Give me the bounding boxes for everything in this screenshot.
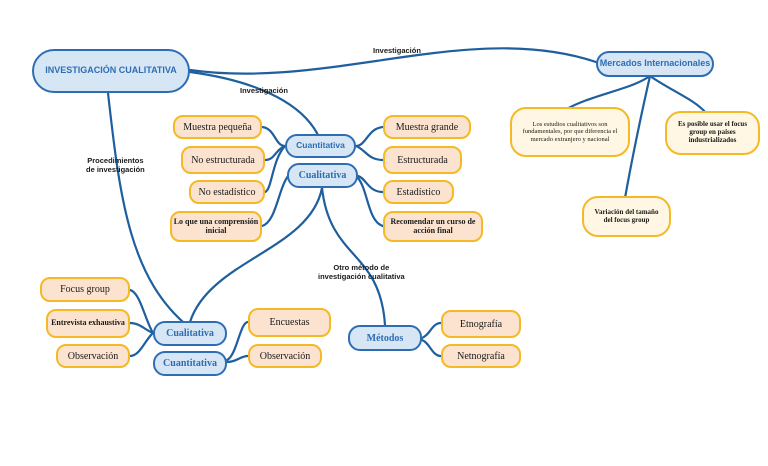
left-item-comprension-inicial[interactable]: Lo que una comprensión inicial: [170, 211, 262, 242]
right-item-muestra-grande-text: Muestra grande: [395, 121, 459, 133]
right-item-estadistico-text: Estadístico: [396, 186, 441, 198]
cuantit-item-encuestas[interactable]: Encuestas: [248, 308, 331, 337]
right-item-estructurada[interactable]: Estructurada: [383, 146, 462, 174]
cuantitativa-bottom-label: Cuantitativa: [163, 358, 217, 369]
mercados-note-tamano[interactable]: Variación del tamaño del focus group: [582, 196, 671, 237]
link-root-cuantitativa: [188, 70, 320, 137]
link-cualit-entrevista: [128, 321, 155, 335]
left-item-muestra-pequena-text: Muestra pequeña: [183, 121, 252, 133]
link-root-cualitativa-bottom: [106, 91, 192, 330]
cuantit-item-encuestas-text: Encuestas: [269, 317, 310, 328]
mercados-note-diferencia-text: Los estudios cualitativos son fundamenta…: [522, 121, 618, 143]
cualitativa-bottom-node[interactable]: Cualitativa: [153, 321, 227, 346]
label-otro-metodo-line2: investigación cualitativa: [318, 272, 405, 282]
link-cuant-right-1: [354, 144, 385, 162]
link-cuant-right-3: [356, 176, 385, 228]
mercados-note-paises-text: Es posible usar el focus group en paises…: [677, 120, 748, 144]
right-item-muestra-grande[interactable]: Muestra grande: [383, 115, 471, 139]
link-cuantit-encuestas: [225, 320, 250, 362]
link-mercados-note1: [563, 74, 652, 112]
metodos-item-etnografia-text: Etnografía: [459, 318, 503, 330]
root-node-label: INVESTIGACIÓN CUALITATIVA: [45, 65, 177, 76]
left-item-no-estructurada[interactable]: No estructurada: [181, 146, 265, 174]
label-procedimientos-line1: Procedimientos: [87, 156, 144, 165]
link-cuant-left-2: [263, 144, 287, 194]
link-cualit-top-metodos: [320, 186, 387, 327]
mercados-note-tamano-text: Variación del tamaño del focus group: [594, 207, 659, 224]
root-node[interactable]: INVESTIGACIÓN CUALITATIVA: [32, 49, 190, 93]
cualit-item-focus-group[interactable]: Focus group: [40, 277, 130, 302]
right-item-curso-accion[interactable]: Recomendar un curso de acción final: [383, 211, 483, 242]
mercados-node[interactable]: Mercados Internacionales: [596, 51, 714, 77]
label-otro-metodo-line1: Otro método de: [333, 263, 390, 272]
cualit-item-entrevista-text: Entrevista exhaustiva: [51, 318, 125, 328]
cualit-item-observacion[interactable]: Observación: [56, 344, 130, 368]
cualitativa-top-label: Cualitativa: [298, 170, 347, 181]
label-procedimientos-line2: de investigación: [86, 165, 145, 175]
label-procedimientos: Procedimientos de investigación: [86, 156, 145, 175]
cuantitativa-top-node[interactable]: Cuantitativa: [285, 134, 356, 158]
metodos-item-etnografia[interactable]: Etnografía: [441, 310, 521, 338]
cualitativa-bottom-label: Cualitativa: [166, 328, 214, 339]
label-investigacion-mid: Investigación: [240, 86, 288, 95]
cuantitativa-bottom-node[interactable]: Cuantitativa: [153, 351, 227, 376]
link-cuant-left-3: [260, 174, 290, 228]
metodos-item-netnografia-text: Netnografía: [457, 350, 505, 362]
link-cuant-left-0: [260, 125, 287, 148]
link-cualit-focus: [128, 288, 155, 335]
left-item-no-estadistico-text: No estadístico: [198, 186, 256, 198]
left-item-comprension-inicial-text: Lo que una comprensión inicial: [173, 216, 259, 235]
left-item-no-estructurada-text: No estructurada: [191, 154, 255, 166]
link-cuant-right-2: [356, 174, 385, 194]
link-metodos-netnografia: [420, 338, 443, 358]
metodos-node-label: Métodos: [366, 332, 404, 344]
link-mercados-note3: [623, 74, 652, 200]
cualit-item-focus-group-text: Focus group: [60, 284, 110, 295]
mercados-node-label: Mercados Internacionales: [599, 58, 711, 69]
label-investigacion-top: Investigación: [373, 46, 421, 55]
link-root-mercados: [188, 47, 598, 75]
metodos-node[interactable]: Métodos: [348, 325, 422, 351]
link-metodos-etnografia: [420, 321, 443, 340]
link-cualit-observacion: [128, 331, 155, 358]
left-item-no-estadistico[interactable]: No estadístico: [189, 180, 265, 204]
cuantit-item-observacion[interactable]: Observación: [248, 344, 322, 368]
right-item-estadistico[interactable]: Estadístico: [383, 180, 454, 204]
cualit-item-entrevista[interactable]: Entrevista exhaustiva: [46, 309, 130, 338]
cualit-item-observacion-text: Observación: [67, 350, 119, 362]
label-otro-metodo: Otro método de investigación cualitativa: [318, 263, 405, 282]
right-item-curso-accion-text: Recomendar un curso de acción final: [390, 216, 476, 235]
metodos-item-netnografia[interactable]: Netnografía: [441, 344, 521, 368]
link-mercados-note2: [648, 74, 707, 114]
left-item-muestra-pequena[interactable]: Muestra pequeña: [173, 115, 262, 139]
link-cualit-top-cualit-bottom: [188, 186, 324, 324]
mercados-note-diferencia[interactable]: Los estudios cualitativos son fundamenta…: [510, 107, 630, 157]
link-cuantit-observacion: [225, 354, 250, 364]
cualitativa-top-node[interactable]: Cualitativa: [287, 163, 358, 188]
cuantit-item-observacion-text: Observación: [259, 350, 311, 362]
right-item-estructurada-text: Estructurada: [397, 154, 448, 166]
link-cuant-right-0: [354, 125, 385, 148]
mercados-note-paises[interactable]: Es posible usar el focus group en paises…: [665, 111, 760, 155]
cuantitativa-top-label: Cuantitativa: [296, 140, 345, 151]
